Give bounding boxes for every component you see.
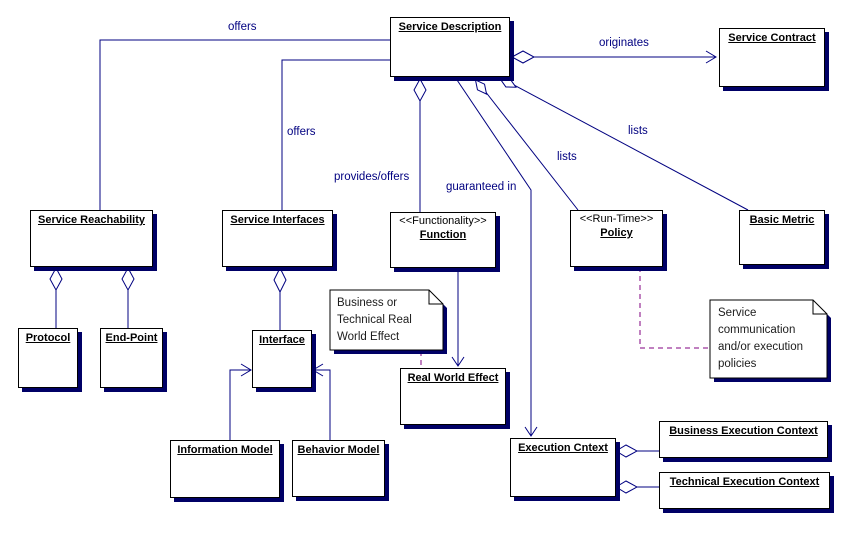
aggregation-diamond-icon xyxy=(49,266,63,292)
class-interface[interactable]: Interface xyxy=(252,330,312,388)
connector-reachability-endpoint xyxy=(121,266,135,328)
connector-interfaces-interface xyxy=(273,266,287,330)
open-arrowhead-icon xyxy=(240,363,252,377)
aggregation-diamond-icon xyxy=(474,79,488,95)
note-fold-icon xyxy=(428,290,443,305)
aggregation-diamond-icon xyxy=(510,50,536,64)
connector-lists-basic-metric xyxy=(498,76,749,211)
edge-label-lists-policy: lists xyxy=(557,151,577,163)
connector-function-rwe xyxy=(451,268,465,367)
class-title: Interface xyxy=(259,334,305,346)
class-real-world-effect[interactable]: Real World Effect xyxy=(400,368,506,425)
connector-reachability-protocol xyxy=(49,266,63,328)
connector-originates xyxy=(510,50,717,64)
class-title: Service Description xyxy=(398,21,502,33)
class-stereotype: <<Functionality>> xyxy=(399,215,487,227)
open-arrowhead-icon xyxy=(312,363,324,377)
connector-behavior-model-interface xyxy=(312,363,331,440)
note-fold-icon xyxy=(812,300,827,315)
class-title: End-Point xyxy=(105,332,158,344)
edge-label-guaranteed-in: guaranteed in xyxy=(446,181,517,193)
connector-ec-business xyxy=(615,444,659,458)
class-title: Service Contract xyxy=(728,32,816,44)
open-arrowhead-icon xyxy=(705,50,717,64)
class-title: Information Model xyxy=(177,444,273,456)
aggregation-diamond-icon xyxy=(413,77,427,103)
class-protocol[interactable]: Protocol xyxy=(18,328,78,388)
note-shape-service-policies xyxy=(709,299,831,382)
edge-label-offers-reachability: offers xyxy=(228,21,257,33)
class-title: Technical Execution Context xyxy=(669,476,820,488)
class-policy[interactable]: <<Run-Time>> Policy xyxy=(570,210,663,267)
note-service-policies[interactable]: Service communication and/or execution p… xyxy=(718,307,804,370)
note-anchor-policy xyxy=(639,267,709,349)
connector-ec-technical xyxy=(615,480,659,494)
class-execution-context[interactable]: Execution Cntext xyxy=(510,438,616,497)
open-arrowhead-icon xyxy=(524,426,538,437)
aggregation-diamond-icon xyxy=(121,266,135,292)
edge-label-originates: originates xyxy=(599,37,649,49)
connector-provides-offers xyxy=(413,77,427,212)
class-behavior-model[interactable]: Behavior Model xyxy=(292,440,385,497)
class-title: Behavior Model xyxy=(297,444,380,456)
note-business-technical-rwe[interactable]: Business or Technical Real World Effect xyxy=(337,297,412,343)
edge-label-provides-offers: provides/offers xyxy=(334,171,410,183)
class-title: Business Execution Context xyxy=(669,425,818,437)
class-title: Policy xyxy=(600,227,633,239)
note-shape-business-technical xyxy=(329,289,447,354)
class-end-point[interactable]: End-Point xyxy=(100,328,163,388)
connector-lists-policy xyxy=(473,76,579,211)
class-technical-execution-context[interactable]: Technical Execution Context xyxy=(659,472,830,509)
class-title: Function xyxy=(419,229,467,241)
connector-guaranteed-in xyxy=(454,76,538,437)
open-arrowhead-icon xyxy=(451,356,465,367)
aggregation-diamond-icon xyxy=(615,480,639,494)
edge-label-offers-interfaces: offers xyxy=(287,126,316,138)
class-service-description[interactable]: Service Description xyxy=(390,17,510,77)
connector-information-model-interface xyxy=(229,363,252,440)
class-service-contract[interactable]: Service Contract xyxy=(719,28,825,87)
class-business-execution-context[interactable]: Business Execution Context xyxy=(659,421,828,458)
class-information-model[interactable]: Information Model xyxy=(170,440,280,498)
class-service-interfaces[interactable]: Service Interfaces xyxy=(222,210,333,267)
class-title: Service Interfaces xyxy=(230,214,325,226)
class-title: Service Reachability xyxy=(37,214,145,226)
connector-offers-reachability xyxy=(99,39,390,210)
edge-label-lists-basic-metric: lists xyxy=(628,125,648,137)
class-function[interactable]: <<Functionality>> Function xyxy=(390,212,496,268)
aggregation-diamond-icon xyxy=(615,444,639,458)
class-title: Execution Cntext xyxy=(518,442,608,454)
class-title: Real World Effect xyxy=(407,372,499,384)
connector-offers-interfaces xyxy=(281,59,390,210)
class-title: Protocol xyxy=(25,332,71,344)
aggregation-diamond-icon xyxy=(273,266,287,294)
class-title: Basic Metric xyxy=(749,214,815,226)
class-service-reachability[interactable]: Service Reachability xyxy=(30,210,153,267)
class-basic-metric[interactable]: Basic Metric xyxy=(739,210,825,265)
aggregation-diamond-icon xyxy=(499,78,517,88)
class-stereotype: <<Run-Time>> xyxy=(579,213,654,225)
